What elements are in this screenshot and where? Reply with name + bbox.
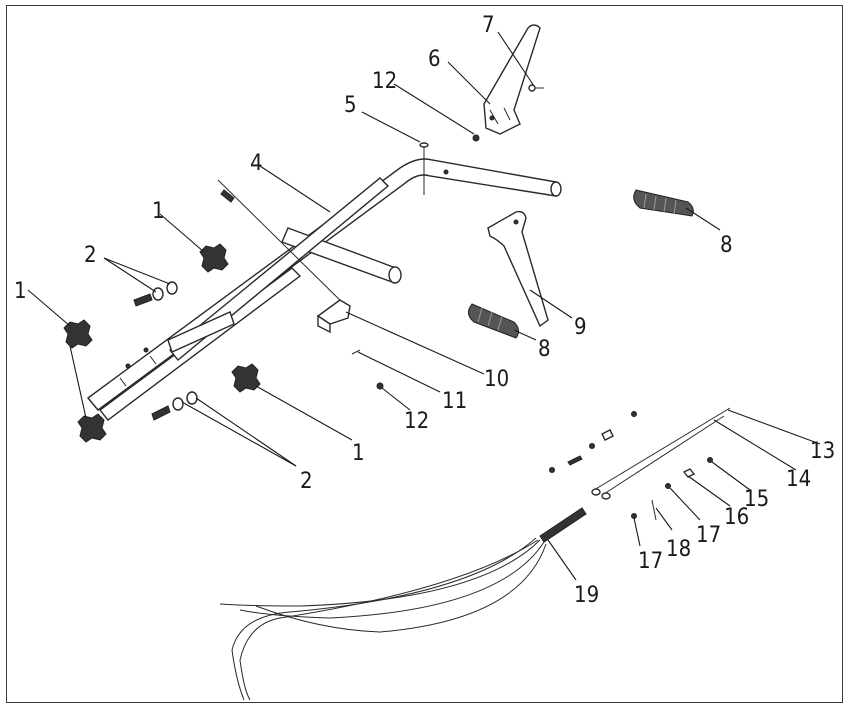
callout-17-upper: 17 [696, 523, 721, 548]
part-15 [707, 457, 713, 463]
pin-7 [528, 84, 544, 92]
callout-labels: 1 1 1 2 2 4 5 6 7 8 8 9 10 11 12 12 13 1… [14, 13, 835, 608]
part-16 [682, 468, 696, 478]
grip-8-right [633, 189, 694, 217]
callout-17-lower: 17 [638, 549, 663, 574]
callout-12-upper: 12 [372, 69, 397, 94]
callout-11: 11 [442, 389, 467, 414]
part-17-upper [665, 483, 671, 489]
callout-8-left: 8 [538, 337, 551, 362]
callout-14: 14 [786, 467, 811, 492]
callout-9: 9 [574, 315, 587, 340]
leader-lines [27, 31, 821, 581]
callout-2-lower: 2 [300, 469, 313, 494]
callout-13: 13 [810, 439, 835, 464]
knob-1-left-lower [77, 413, 107, 443]
knob-1-center [231, 363, 261, 393]
callout-5: 5 [344, 93, 357, 118]
adjust-rod [217, 179, 351, 311]
callout-2-upper: 2 [84, 243, 97, 268]
callout-1-left: 1 [14, 279, 27, 304]
callout-18: 18 [666, 537, 691, 562]
bracket-10 [316, 299, 351, 334]
knob-1-left-upper [63, 319, 93, 349]
cable-rods-13-14 [591, 407, 731, 500]
control-cable-19 [219, 507, 587, 701]
callout-10: 10 [484, 367, 509, 392]
lever-bracket-6 [483, 24, 541, 135]
callout-1-center: 1 [352, 441, 365, 466]
brake-lever-9 [487, 210, 549, 328]
callout-6: 6 [428, 47, 441, 72]
diagram-frame [6, 5, 843, 703]
callout-12-lower: 12 [404, 409, 429, 434]
callout-7: 7 [482, 13, 495, 38]
callout-8-right: 8 [720, 233, 733, 258]
handlebar-frame [86, 142, 562, 421]
callout-1-top: 1 [152, 199, 165, 224]
knob-1-top [199, 243, 229, 273]
nut-12-lower [376, 382, 384, 390]
bolt-2-lower [151, 391, 198, 421]
callout-4: 4 [250, 151, 263, 176]
bolt-2-upper [133, 281, 178, 307]
small-hardware [549, 411, 713, 521]
callout-16: 16 [724, 505, 749, 530]
nut-12-upper [472, 134, 480, 142]
callout-15: 15 [744, 487, 769, 512]
grip-8-left [468, 303, 520, 339]
part-18 [651, 499, 657, 521]
part-17-lower [631, 513, 637, 519]
pin-11 [351, 349, 361, 355]
callout-19: 19 [574, 583, 599, 608]
